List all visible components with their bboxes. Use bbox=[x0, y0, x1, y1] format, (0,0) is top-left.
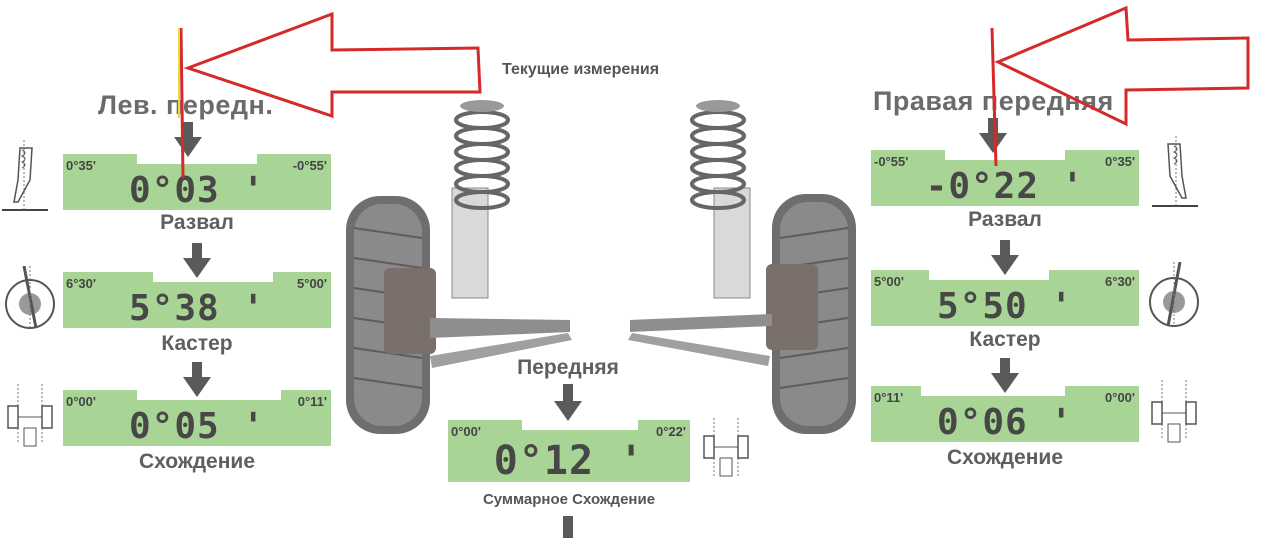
left-camber-readout: 0°35' -0°55' 0°03 ' bbox=[63, 154, 331, 211]
right-toe-min: 0°11' bbox=[874, 390, 904, 405]
right-caster-label: Кастер bbox=[969, 328, 1041, 351]
right-camber-min: -0°55' bbox=[874, 154, 909, 169]
total-toe-max: 0°22' bbox=[656, 424, 686, 439]
right-caster-min: 5°00' bbox=[874, 274, 904, 289]
total-toe-min: 0°00' bbox=[451, 424, 481, 439]
suspension-illustration bbox=[346, 100, 856, 434]
down-arrow-icon bbox=[563, 516, 573, 538]
left-caster-value: 5°38 ' bbox=[128, 288, 266, 329]
down-arrow-icon bbox=[183, 362, 211, 397]
toe-diagram-icon bbox=[7, 384, 53, 447]
left-camber-max: -0°55' bbox=[292, 158, 327, 173]
left-toe-value: 0°05 ' bbox=[128, 406, 266, 447]
right-toe-max: 0°00' bbox=[1105, 390, 1135, 405]
left-caster-min: 6°30' bbox=[66, 276, 96, 291]
page-title: Текущие измерения bbox=[502, 61, 660, 78]
down-arrow-icon bbox=[979, 118, 1007, 153]
caster-diagram-icon bbox=[1149, 262, 1199, 327]
left-toe-label: Схождение bbox=[138, 450, 256, 473]
right-caster-readout: 5°00' 6°30' 5°50 ' bbox=[871, 270, 1139, 327]
right-camber-value: -0°22 ' bbox=[925, 166, 1085, 207]
red-arrow-annotation bbox=[990, 5, 1250, 167]
right-toe-readout: 0°11' 0°00' 0°06 ' bbox=[871, 386, 1139, 443]
left-caster-label: Кастер bbox=[161, 332, 233, 355]
down-arrow-icon bbox=[991, 240, 1019, 275]
camber-diagram-icon bbox=[2, 140, 48, 211]
toe-diagram-icon bbox=[703, 418, 749, 478]
caster-diagram-icon bbox=[5, 266, 55, 329]
right-camber-readout: -0°55' 0°35' -0°22 ' bbox=[871, 150, 1139, 207]
right-caster-max: 6°30' bbox=[1105, 274, 1135, 289]
total-toe-value: 0°12 ' bbox=[493, 438, 645, 484]
toe-diagram-icon bbox=[1151, 380, 1197, 443]
total-toe-readout: 0°00' 0°22' 0°12 ' bbox=[448, 420, 690, 484]
left-toe-max: 0°11' bbox=[297, 394, 327, 409]
left-wheel-heading: Лев. передн. bbox=[98, 90, 274, 120]
right-camber-max: 0°35' bbox=[1105, 154, 1135, 169]
front-axle-label: Передняя bbox=[517, 356, 619, 379]
total-toe-label: Суммарное Схождение bbox=[482, 491, 656, 508]
down-arrow-icon bbox=[174, 122, 202, 157]
right-toe-label: Схождение bbox=[946, 446, 1064, 469]
left-caster-max: 5°00' bbox=[297, 276, 327, 291]
left-toe-min: 0°00' bbox=[66, 394, 96, 409]
left-camber-min: 0°35' bbox=[66, 158, 96, 173]
down-arrow-icon bbox=[991, 358, 1019, 393]
left-caster-readout: 6°30' 5°00' 5°38 ' bbox=[63, 272, 331, 329]
left-toe-readout: 0°00' 0°11' 0°05 ' bbox=[63, 390, 331, 447]
down-arrow-icon bbox=[183, 243, 211, 278]
down-arrow-icon bbox=[554, 384, 582, 421]
right-caster-value: 5°50 ' bbox=[936, 286, 1074, 327]
left-camber-label: Развал bbox=[160, 211, 234, 234]
red-arrow-annotation bbox=[178, 11, 482, 179]
left-camber-value: 0°03 ' bbox=[128, 170, 266, 211]
right-camber-label: Развал bbox=[968, 208, 1042, 231]
camber-diagram-icon bbox=[1152, 136, 1198, 207]
right-toe-value: 0°06 ' bbox=[936, 402, 1074, 443]
